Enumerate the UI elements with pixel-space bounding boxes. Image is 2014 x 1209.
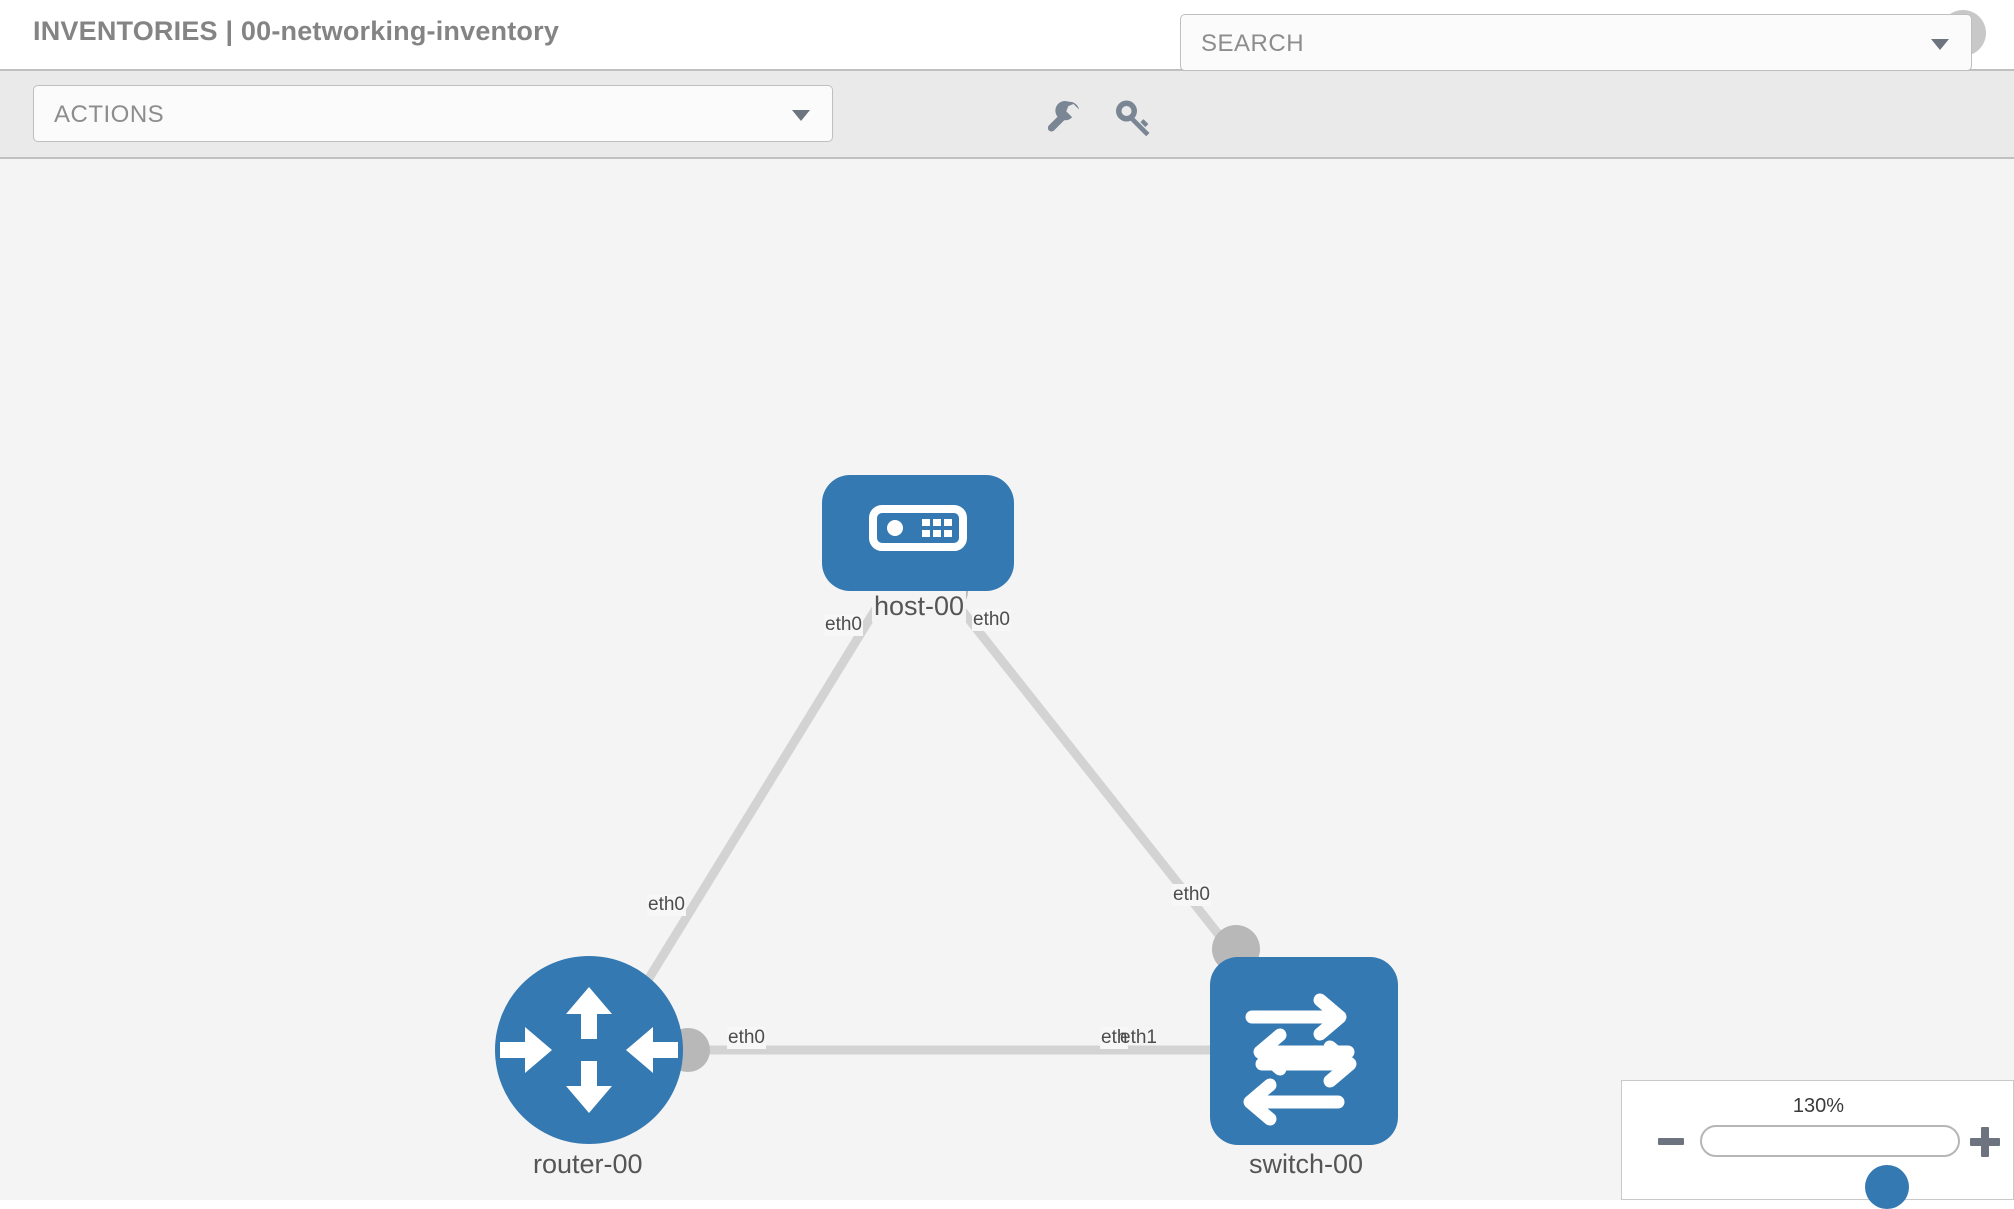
node-label-switch-00: switch-00 <box>1247 1149 1366 1180</box>
page-title: INVENTORIES | 00-networking-inventory <box>33 16 560 46</box>
switch-arrows-icon <box>1243 993 1357 1126</box>
actions-dropdown-label: ACTIONS <box>54 101 165 128</box>
server-icon <box>869 505 967 551</box>
node-router-00[interactable] <box>495 956 683 1144</box>
node-switch-00[interactable] <box>1210 957 1398 1145</box>
iface-label: eth <box>1100 1027 1129 1049</box>
zoom-out-button[interactable] <box>1658 1138 1684 1145</box>
node-label-host-00: host-00 <box>872 591 967 622</box>
zoom-in-button[interactable] <box>1970 1127 2000 1157</box>
actions-dropdown[interactable]: ACTIONS <box>33 85 833 142</box>
router-arrows-icon <box>500 987 678 1113</box>
node-label-router-00: router-00 <box>531 1149 645 1180</box>
key-icon[interactable] <box>1110 94 1156 140</box>
topology-graph <box>495 475 1398 1145</box>
topology-canvas[interactable]: host-00 router-00 switch-00 eth0 eth0 et… <box>0 159 2014 1200</box>
iface-label: eth0 <box>824 614 863 636</box>
iface-label: eth1 <box>1120 1027 1157 1048</box>
chevron-down-icon <box>1931 39 1949 50</box>
zoom-slider-thumb[interactable] <box>1865 1165 1909 1209</box>
iface-label: eth0 <box>727 1027 766 1049</box>
wrench-icon[interactable] <box>1042 94 1088 140</box>
search-field[interactable]: SEARCH <box>1180 14 1972 71</box>
zoom-percent-label: 130% <box>1792 1095 1845 1117</box>
toolbar: ACTIONS <box>0 69 2014 159</box>
zoom-control-panel: 130% <box>1621 1080 2014 1209</box>
node-host-00[interactable] <box>822 475 1014 591</box>
search-placeholder: SEARCH <box>1201 30 1305 57</box>
zoom-slider-track[interactable] <box>1700 1125 1960 1209</box>
chevron-down-icon <box>792 110 810 121</box>
iface-label: eth0 <box>972 609 1011 631</box>
link-router-host[interactable] <box>631 586 892 1004</box>
iface-label: eth0 <box>1172 884 1211 906</box>
iface-label: eth0 <box>647 894 686 916</box>
connector-nub <box>666 569 1260 1072</box>
